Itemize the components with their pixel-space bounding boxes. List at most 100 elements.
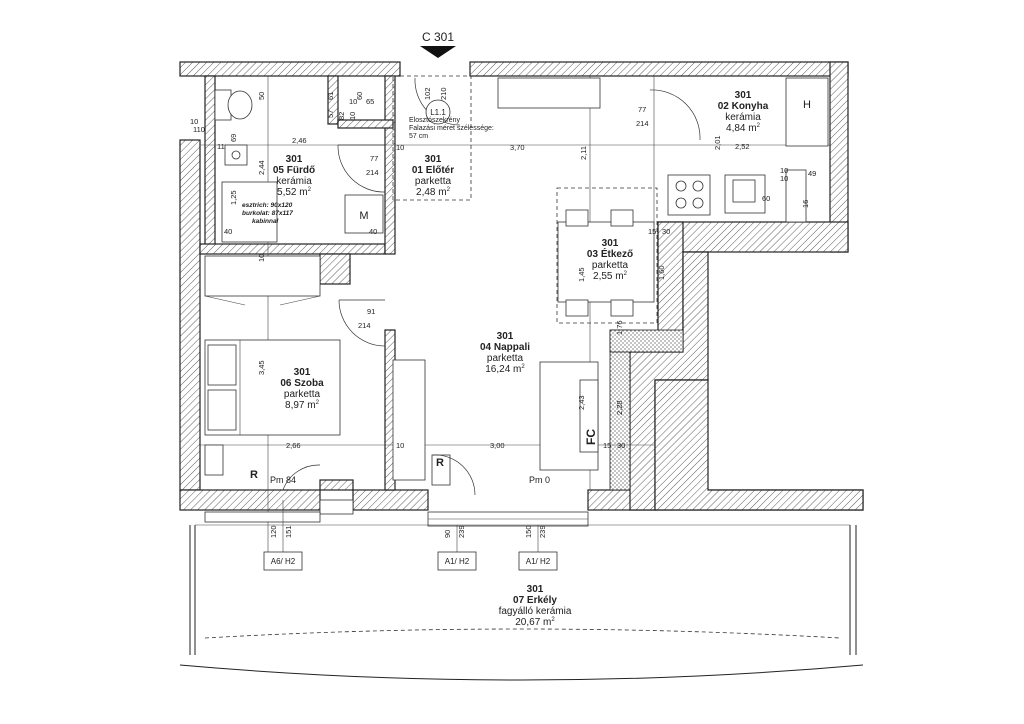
szoba-area-sup: 2 [316,400,320,406]
dim: 10 [349,97,357,106]
dim: 210 [439,87,448,100]
dim: 61 [326,92,335,100]
panel-note-line2: Falazási méret szélessége: [409,125,494,132]
dim: 15 [603,441,611,450]
svg-text:5,52 m2: 5,52 m2 [277,187,312,198]
dim: 3,70 [510,143,525,152]
furdo-no: 301 [286,154,303,165]
furdo-name: 05 Fürdő [273,165,315,176]
konyha-name: 02 Konyha [718,101,769,112]
konyha-area-sup: 2 [757,123,761,129]
etkezo-floor: parketta [592,260,629,271]
dim: 2,66 [286,441,301,450]
dim: 2,11 [579,146,588,160]
dim: 10 [348,112,357,120]
eloter-area-sup: 2 [447,187,451,193]
svg-text:2,48 m2: 2,48 m2 [416,187,451,198]
dim: 102 [423,87,432,100]
dim: 214 [358,321,371,330]
dim: 1,45 [577,267,586,282]
dim: 91 [367,307,375,316]
radiator-r1: R [250,469,258,481]
dim: 10 [780,166,788,175]
bath-note-line1: esztrich: 90x120 [242,202,293,209]
room-furdo: 301 05 Fürdő kerámia 5,52 m2 [273,154,315,198]
dim: 239 [457,525,466,538]
panel-note: Elosztószekrény Falazási méret szélesség… [409,117,494,140]
szoba-name: 06 Szoba [280,378,324,389]
szoba-area: 8,97 m [285,400,316,411]
exterior-walls [179,61,864,511]
dim: 3,45 [257,360,266,375]
level-pm84: Pm 84 [270,475,296,485]
panel-note-line3: 57 cm [409,133,428,140]
room-konyha: 301 02 Konyha kerámia 4,84 m2 [718,90,769,134]
szoba-no: 301 [294,367,311,378]
dim: 214 [636,119,649,128]
svg-text:2,55 m2: 2,55 m2 [593,271,628,282]
dim: 65 [366,97,374,106]
dim: 50 [257,92,266,100]
dim: 2,28 [615,400,624,415]
erkely-no: 301 [527,584,544,595]
dim: 3,00 [490,441,505,450]
balcony [179,524,864,681]
dim: 2,52 [735,142,750,151]
dim: 1,76 [615,320,624,335]
dim: 40 [369,227,377,236]
tag-a1-left [437,551,477,571]
dim: 10 [780,174,788,183]
furniture: M H R R [204,77,829,486]
window-strips [204,499,589,527]
nappali-name: 04 Nappali [480,342,530,353]
dim: 2,46 [292,136,307,145]
svg-text:16,24 m2: 16,24 m2 [485,364,525,375]
eloter-floor: parketta [415,176,452,187]
eloter-name: 01 Előtér [412,165,454,176]
erkely-floor: fagyálló kerámia [499,606,572,617]
dimension-labels: 2,46 77 214 10 3,70 77 214 2,52 10 10 49… [190,97,816,450]
dim: 82 [337,112,346,120]
room-szoba: 301 06 Szoba parketta 8,97 m2 [280,367,324,411]
dim: 10 [257,254,266,262]
erkely-name: 07 Erkély [513,595,557,606]
tag-a1-right-label: A1/ H2 [526,557,551,566]
dim: 1,25 [229,190,238,205]
bath-note-line3: kabinnal [252,218,279,225]
dim: 57 [326,110,335,118]
dim: 15 [648,227,656,236]
erkely-area-sup: 2 [551,617,555,623]
dim: 30 [617,441,625,450]
doors: L1.1 [282,77,701,496]
dim: 60 [762,194,770,203]
konyha-area: 4,84 m [726,123,757,134]
room-eloter: 301 01 Előtér parketta 2,48 m2 [412,154,454,198]
dim: 151 [284,525,293,538]
fan-coil-label: FC [584,429,598,445]
etkezo-area-sup: 2 [624,271,628,277]
panel-id: L1.1 [430,108,446,117]
svg-text:20,67 m2: 20,67 m2 [515,617,555,628]
dim: 10 [396,143,404,152]
szoba-floor: parketta [284,389,321,400]
nappali-area: 16,24 m [485,364,521,375]
konyha-no: 301 [735,90,752,101]
section-marker-label: C 301 [422,30,454,44]
dim: 90 [443,530,452,538]
dim: 110 [193,125,205,134]
bath-note: esztrich: 90x120 burkolat: 87x117 kabinn… [242,202,293,225]
dim: 69 [229,134,238,142]
erkely-area: 20,67 m [515,617,551,628]
dim: 2,44 [257,160,266,175]
tag-a6 [263,551,303,571]
room-nappali: 301 04 Nappali parketta 16,24 m2 [480,331,530,375]
dim: 77 [638,105,646,114]
dim: 214 [366,168,379,177]
dimension-labels-vertical: 102 210 50 57 61 60 69 82 10 2,11 2,01 1… [229,87,810,538]
svg-text:8,97 m2: 8,97 m2 [285,400,320,411]
dim: 2,01 [713,135,722,150]
radiator-r2: R [436,457,444,469]
window-tags: A6/ H2 A1/ H2 A1/ H2 [263,500,558,571]
dim: 150 [524,525,533,538]
level-pm0: Pm 0 [529,475,550,485]
